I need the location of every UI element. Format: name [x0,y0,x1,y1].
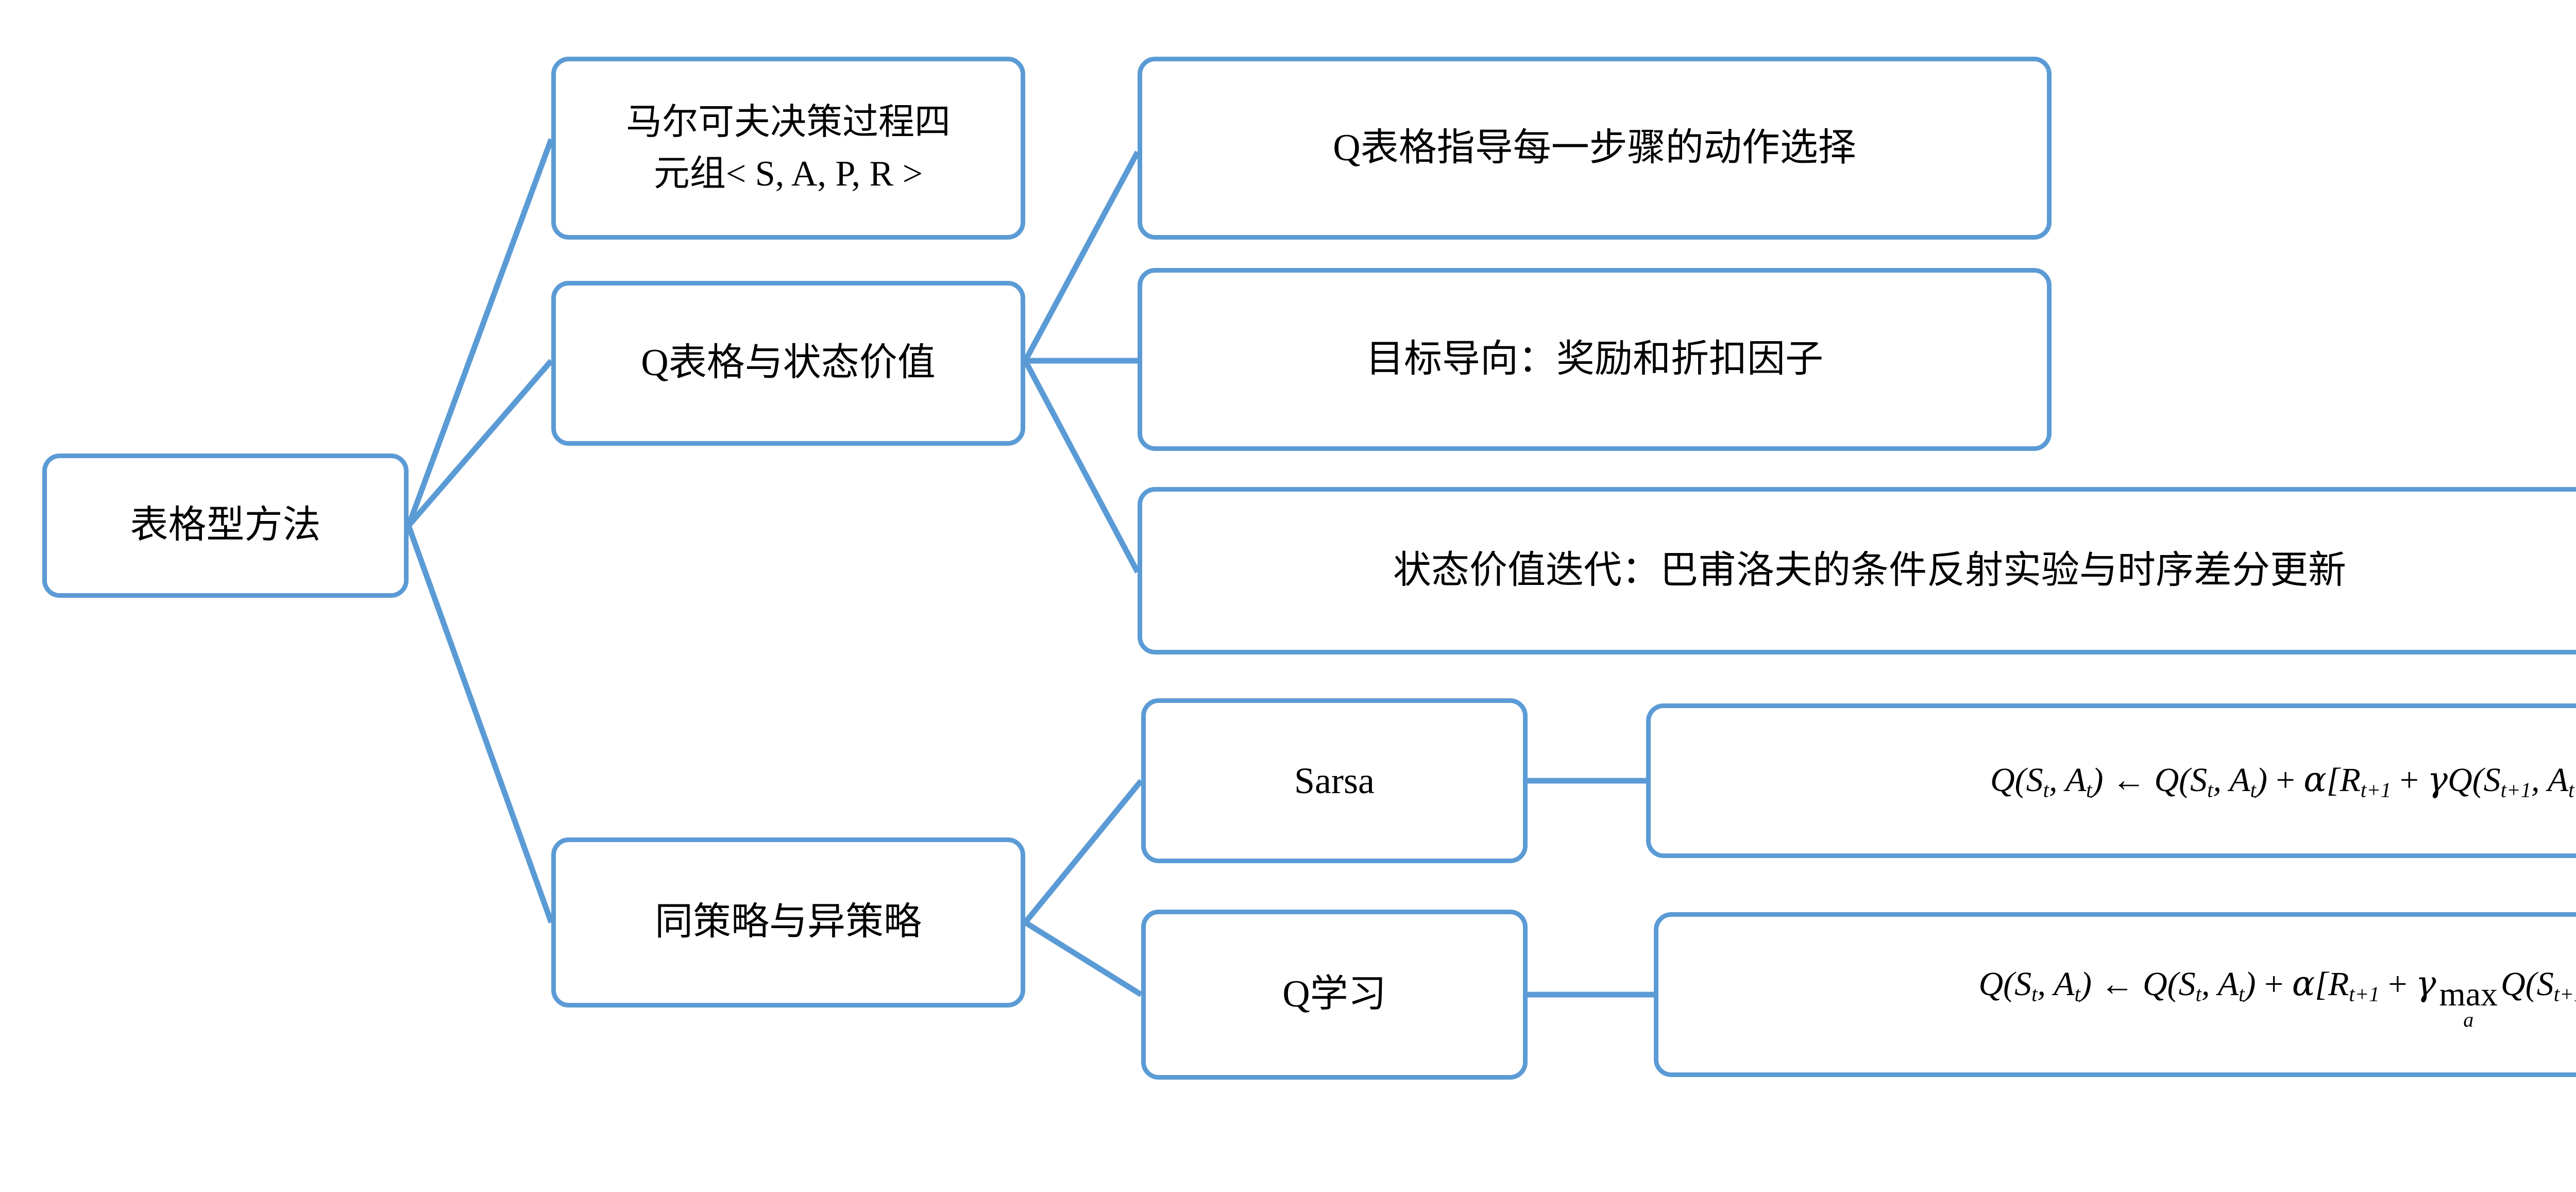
node-value-iteration[interactable]: 状态价值迭代：巴甫洛夫的条件反射实验与时序差分更新 [1138,487,2576,654]
edge-root-to-mdp [405,138,554,527]
node-goal-reward-label: 目标导向：奖励和折扣因子 [1366,338,1823,380]
node-qtable-action[interactable]: Q表格指导每一步骤的动作选择 [1138,57,2052,240]
edge-policy-to-qlearning [1024,920,1143,997]
node-root-label: 表格型方法 [130,504,321,547]
node-mdp-label: 马尔可夫决策过程四 元组< S, A, P, R > [626,103,951,194]
node-qtable-action-label: Q表格指导每一步骤的动作选择 [1333,126,1856,169]
node-qtable[interactable]: Q表格与状态价值 [551,281,1025,446]
node-root[interactable]: 表格型方法 [42,454,409,598]
node-policy-label: 同策略与异策略 [655,901,922,944]
node-goal-reward[interactable]: 目标导向：奖励和折扣因子 [1138,268,2052,451]
edge-root-to-qtable [406,359,554,528]
node-qtable-label: Q表格与状态价值 [641,342,936,384]
edge-qtable-to-action [1023,150,1140,362]
edge-policy-to-sarsa [1023,779,1144,925]
node-sarsa-formula[interactable]: Q(St, At) ← Q(St, At) + 𝛼[Rt+1 + 𝛾Q(St+1… [1646,703,2576,858]
edge-qtable-to-valueiter [1023,359,1140,574]
node-qlearning[interactable]: Q学习 [1141,910,1528,1080]
node-value-iteration-label: 状态价值迭代：巴甫洛夫的条件反射实验与时序差分更新 [1393,549,2346,592]
edge-root-to-policy [405,525,554,924]
node-sarsa-label: Sarsa [1294,760,1375,801]
node-mdp[interactable]: 马尔可夫决策过程四 元组< S, A, P, R > [551,57,1025,240]
node-qlearning-label: Q学习 [1282,973,1386,1016]
sarsa-formula-expression: Q(St, At) ← Q(St, At) + 𝛼[Rt+1 + 𝛾Q(St+1… [1990,761,2576,802]
node-sarsa[interactable]: Sarsa [1141,698,1528,863]
node-policy[interactable]: 同策略与异策略 [551,837,1025,1008]
